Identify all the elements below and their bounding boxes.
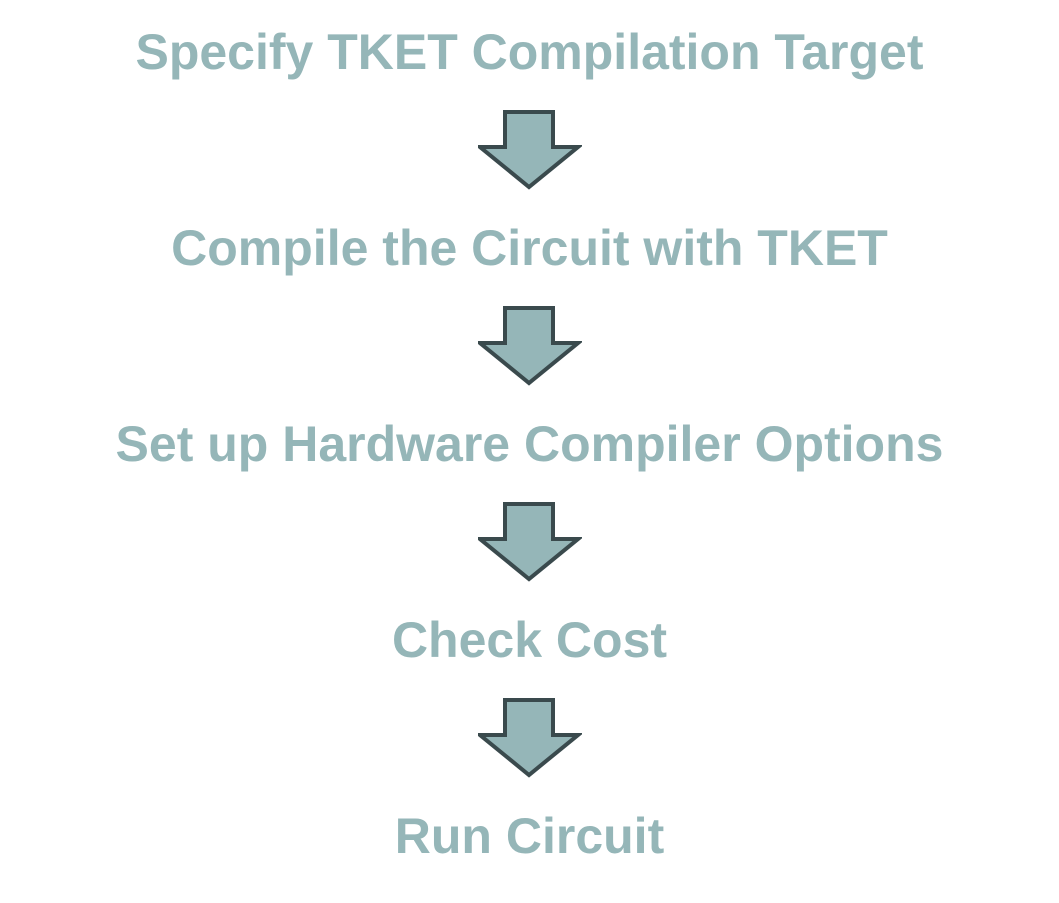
down-arrow-icon-shape [478,698,582,778]
step-check-cost: Check Cost [391,612,668,668]
step-compile-circuit: Compile the Circuit with TKET [171,220,888,276]
down-arrow-icon [478,502,582,582]
down-arrow-icon-shape [478,306,582,386]
down-arrow-icon-shape [478,110,582,190]
step-run-circuit: Run Circuit [394,808,665,864]
down-arrow-icon [478,306,582,386]
down-arrow-icon [478,110,582,190]
down-arrow-icon-shape [478,502,582,582]
step-specify-target: Specify TKET Compilation Target [135,24,924,80]
down-arrow-icon [478,698,582,778]
step-hardware-options: Set up Hardware Compiler Options [115,416,944,472]
